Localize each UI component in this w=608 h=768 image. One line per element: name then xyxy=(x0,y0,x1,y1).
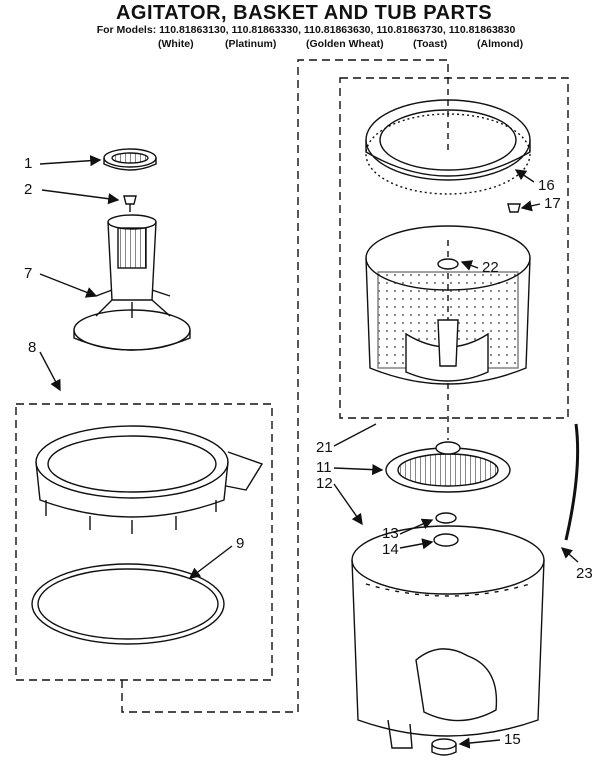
callout-1: 1 xyxy=(24,155,33,172)
seal-group-box xyxy=(15,403,273,681)
agitator-cap xyxy=(103,148,157,171)
callout-15: 15 xyxy=(504,731,521,748)
callout-7: 7 xyxy=(24,265,33,282)
tub-clamp xyxy=(433,512,459,547)
callout-22: 22 xyxy=(482,259,499,276)
leader-21 xyxy=(333,423,377,447)
wash-basket xyxy=(365,225,531,385)
leader-9 xyxy=(188,545,233,579)
connector-dashed-line xyxy=(121,59,449,713)
callout-13: 13 xyxy=(382,525,399,542)
tub-gasket xyxy=(31,563,225,645)
leader-13 xyxy=(399,518,434,535)
leader-22 xyxy=(460,260,479,271)
leader-11 xyxy=(333,463,384,476)
agitator-bolt xyxy=(123,195,137,212)
callout-16: 16 xyxy=(538,177,555,194)
agitator xyxy=(73,214,191,351)
page-title: AGITATOR, BASKET AND TUB PARTS xyxy=(115,2,493,24)
leader-8 xyxy=(39,351,61,392)
drain-plug xyxy=(431,738,457,756)
callout-8: 8 xyxy=(28,339,37,356)
callout-11: 11 xyxy=(316,459,332,476)
leader-23 xyxy=(560,547,579,563)
color-almond: (Almond) xyxy=(477,38,524,50)
color-toast: (Toast) xyxy=(413,38,448,50)
outer-tub xyxy=(351,525,545,749)
leader-16 xyxy=(514,169,535,183)
tub-cover-ring xyxy=(35,425,264,534)
ring-screw xyxy=(507,203,521,213)
callout-2: 2 xyxy=(24,181,33,198)
leader-7 xyxy=(39,273,98,298)
callout-17: 17 xyxy=(544,195,561,212)
drive-plate xyxy=(385,441,511,493)
color-platinum: (Platinum) xyxy=(225,38,277,50)
leader-17 xyxy=(520,200,541,212)
color-golden-wheat: (Golden Wheat) xyxy=(306,38,384,50)
leader-12 xyxy=(333,483,363,526)
balance-ring xyxy=(365,99,531,195)
leader-14 xyxy=(399,538,434,550)
callout-23: 23 xyxy=(576,565,593,582)
callout-12: 12 xyxy=(316,475,333,492)
callout-9: 9 xyxy=(236,535,245,552)
callout-14: 14 xyxy=(382,541,399,558)
leader-1 xyxy=(39,155,102,167)
leader-15 xyxy=(458,737,501,749)
leader-2 xyxy=(41,189,120,205)
color-white: (White) xyxy=(158,38,194,50)
model-numbers: For Models: 110.81863130, 110.81863330, … xyxy=(96,24,516,36)
overflow-hose xyxy=(564,423,580,541)
callout-21: 21 xyxy=(316,439,333,456)
